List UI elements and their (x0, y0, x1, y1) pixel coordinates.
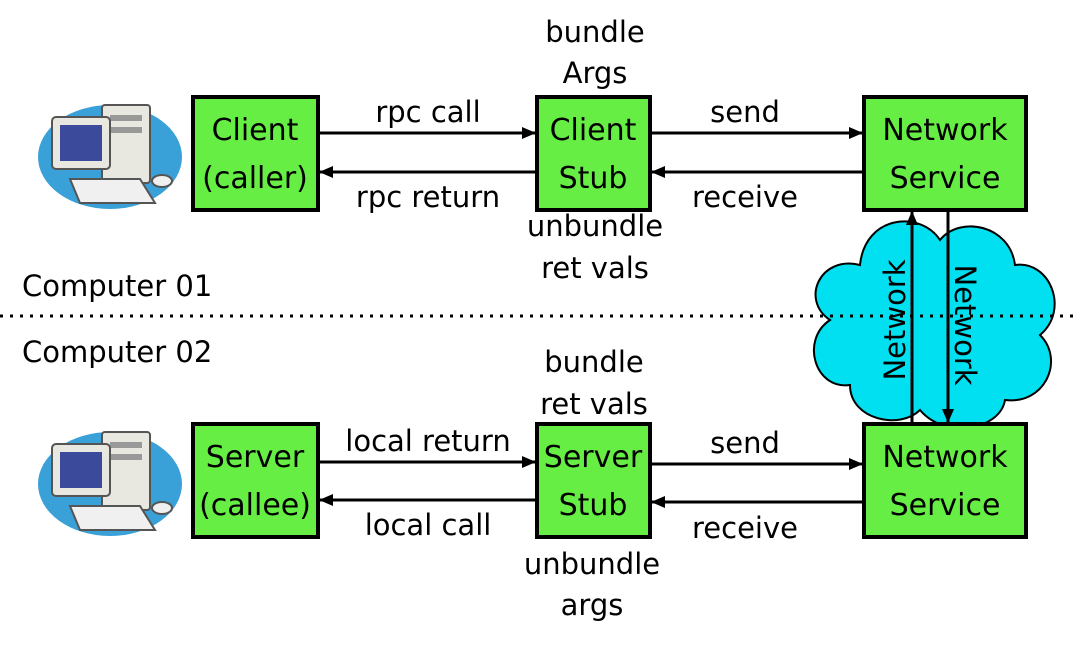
unbundle-ret-vals-line2: ret vals (541, 251, 649, 285)
local-return-label: local return (345, 424, 510, 458)
network-left-label: Network (878, 259, 912, 380)
client-stub-line2: Stub (559, 161, 628, 196)
bundle-ret-vals-line2: ret vals (540, 387, 648, 421)
server-stub-box: Server Stub (535, 422, 652, 539)
client-stub-box: Client Stub (535, 95, 652, 212)
client-box-line1: Client (212, 113, 299, 148)
bundle-ret-vals-line1: bundle (544, 345, 643, 379)
server-box-line1: Server (206, 440, 305, 475)
unbundle-args-line1: unbundle (524, 547, 660, 581)
desktop-computer-icon (38, 104, 182, 209)
client-stub-line1: Client (550, 113, 637, 148)
server-stub-line2: Stub (559, 488, 628, 523)
server-box: Server (callee) (191, 422, 320, 539)
computer-02-label: Computer 02 (22, 335, 212, 369)
unbundle-args-line2: args (561, 588, 624, 622)
network-service-bottom-line2: Service (890, 488, 1001, 523)
network-service-bottom-line1: Network (882, 440, 1008, 475)
bundle-args-line1: bundle (545, 15, 644, 49)
local-call-label: local call (365, 508, 492, 542)
rpc-call-label: rpc call (375, 95, 480, 129)
client-box-line2: (caller) (202, 161, 308, 196)
cloud-icon (813, 220, 1056, 430)
network-service-top-box: Network Service (862, 95, 1028, 212)
computer-01-label: Computer 01 (22, 269, 212, 303)
client-box: Client (caller) (191, 95, 320, 212)
server-stub-line1: Server (544, 440, 643, 475)
network-service-bottom-box: Network Service (862, 422, 1028, 539)
bundle-args-line2: Args (563, 56, 628, 90)
server-box-line2: (callee) (199, 488, 311, 523)
network-right-label: Network (948, 264, 982, 385)
network-cloud (813, 220, 1056, 430)
receive-top-label: receive (692, 180, 798, 214)
unbundle-ret-vals-line1: unbundle (527, 209, 663, 243)
receive-bottom-label: receive (692, 511, 798, 545)
desktop-computer-icon (38, 431, 182, 536)
send-top-label: send (710, 95, 780, 129)
network-service-top-line2: Service (890, 161, 1001, 196)
rpc-return-label: rpc return (356, 180, 500, 214)
send-bottom-label: send (710, 426, 780, 460)
network-service-top-line1: Network (882, 113, 1008, 148)
